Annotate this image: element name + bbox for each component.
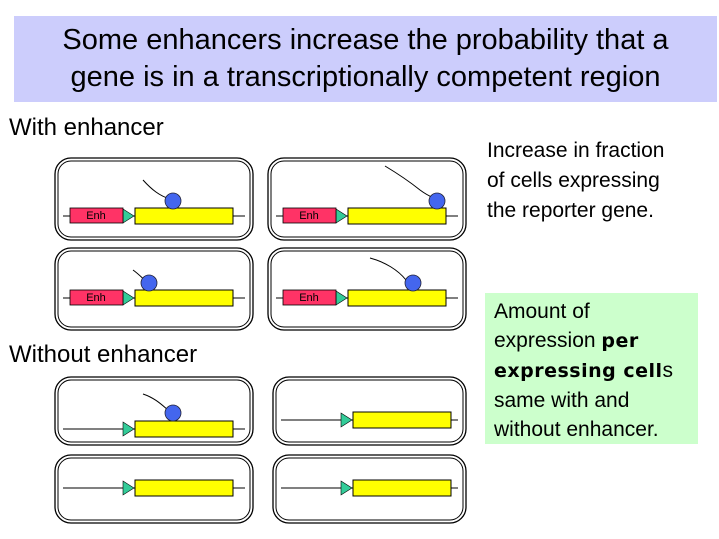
- note-line: same with and: [494, 389, 630, 412]
- reporter-gene: [134, 479, 234, 497]
- with-enhancer-heading: With enhancer: [9, 114, 164, 141]
- cell-inner-border: [57, 379, 251, 443]
- polymerase-icon: [404, 274, 422, 292]
- reporter-gene: [134, 420, 234, 438]
- enhancer-box: [282, 289, 337, 306]
- promoter-arrow: [340, 480, 353, 496]
- cell-without-enhancer: [54, 376, 254, 446]
- cell-inner-border: [275, 457, 464, 521]
- expression-level-note: Amount of expression per expressing cell…: [485, 293, 698, 444]
- enhancer-box: [282, 207, 337, 224]
- cell-inner-border: [57, 160, 251, 238]
- enhancer-label: Enh: [299, 292, 319, 304]
- cell-without-enhancer: [272, 376, 467, 446]
- cell-inner-border: [57, 457, 251, 521]
- cell-inner-border: [57, 250, 251, 328]
- cell-inner-border: [270, 160, 464, 238]
- reporter-gene: [352, 479, 452, 497]
- note-line: Increase in fraction: [487, 139, 665, 162]
- cell-with-enhancer: Enh: [54, 157, 254, 241]
- polymerase-icon: [164, 192, 182, 210]
- cell-inner-border: [275, 379, 464, 443]
- fraction-increase-note: Increase in fraction of cells expressing…: [487, 136, 712, 226]
- note-line: expressing cells: [494, 356, 698, 386]
- promoter-arrow: [340, 412, 353, 428]
- cell-inner-border: [270, 250, 464, 328]
- enhancer-box: [69, 207, 124, 224]
- cell-with-enhancer: Enh: [54, 247, 254, 331]
- cell-without-enhancer: [54, 454, 254, 524]
- title-line-1: Some enhancers increase the probability …: [62, 24, 669, 56]
- reporter-gene: [347, 289, 447, 307]
- cell-with-enhancer: Enh: [267, 247, 467, 331]
- note-line: of cells expressing: [487, 169, 660, 192]
- cell-with-enhancer: Enh: [267, 157, 467, 241]
- promoter-arrow: [122, 421, 135, 437]
- enhancer-box: [69, 289, 124, 306]
- reporter-gene: [134, 289, 234, 307]
- cell-outer-border: [272, 376, 467, 446]
- polymerase-icon: [140, 274, 158, 292]
- reporter-gene: [347, 207, 447, 225]
- cell-without-enhancer: [272, 454, 467, 524]
- polymerase-icon: [428, 192, 446, 210]
- note-text: s: [662, 359, 674, 382]
- cell-outer-border: [267, 247, 467, 331]
- polymerase-icon: [164, 404, 182, 422]
- enhancer-label: Enh: [86, 210, 106, 222]
- promoter-arrow: [122, 480, 135, 496]
- cell-outer-border: [54, 157, 254, 241]
- note-bold: per: [601, 330, 639, 352]
- title-banner: Some enhancers increase the probability …: [14, 16, 717, 102]
- enhancer-label: Enh: [299, 210, 319, 222]
- note-line: expression per: [494, 326, 698, 356]
- transcription-factor-tail: [369, 257, 407, 281]
- without-enhancer-heading: Without enhancer: [9, 341, 198, 368]
- note-text: expression: [494, 329, 602, 352]
- note-line: without enhancer.: [494, 418, 659, 441]
- note-line: Amount of: [494, 300, 590, 323]
- title-line-2: gene is in a transcriptionally competent…: [70, 61, 661, 93]
- reporter-gene: [134, 207, 234, 225]
- note-bold: expressing cell: [494, 360, 663, 382]
- reporter-gene: [352, 411, 452, 429]
- enhancer-label: Enh: [86, 292, 106, 304]
- note-line: the reporter gene.: [487, 199, 654, 222]
